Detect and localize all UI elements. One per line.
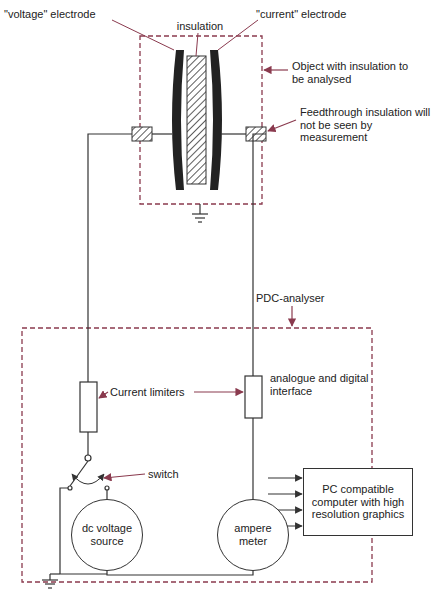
analyser-outline bbox=[22, 328, 372, 582]
text-group: ampere meter bbox=[218, 522, 288, 547]
electrode-label: "current" electrode bbox=[256, 8, 376, 21]
wire bbox=[221, 133, 246, 134]
voltage-source-symbol: dc voltage source bbox=[71, 499, 143, 571]
object-label: Object with insulation to be analysed bbox=[292, 60, 410, 85]
current-electrode bbox=[210, 50, 222, 190]
current-limiter-resistor bbox=[245, 376, 262, 418]
interface-label: analogue and digital interface bbox=[270, 372, 370, 397]
wire bbox=[60, 488, 68, 574]
leader-line bbox=[196, 33, 198, 56]
leader-line bbox=[112, 20, 174, 50]
wire bbox=[152, 133, 172, 134]
ground-symbol bbox=[42, 574, 107, 588]
insulation-label: insulation bbox=[170, 20, 230, 33]
insulation-layer bbox=[187, 56, 206, 184]
ground-wire bbox=[107, 571, 253, 575]
text-group: dc voltage source bbox=[72, 522, 142, 547]
leader-arrow bbox=[104, 474, 145, 478]
wire bbox=[253, 134, 266, 376]
feedthrough-left bbox=[132, 127, 152, 141]
limiter-label: Current limiters bbox=[110, 386, 194, 399]
node-text: ampere meter bbox=[218, 522, 288, 547]
ammeter-symbol: ampere meter bbox=[217, 499, 289, 571]
switch-label: switch bbox=[148, 468, 198, 481]
leader-arrow bbox=[264, 69, 288, 70]
switch-motion-arrow bbox=[72, 474, 104, 484]
wire bbox=[88, 134, 132, 382]
leader-line bbox=[218, 20, 258, 50]
node-text: dc voltage source bbox=[72, 522, 142, 547]
voltage-electrode bbox=[172, 50, 184, 190]
leader-arrow bbox=[268, 120, 296, 131]
switch-symbol bbox=[68, 455, 109, 490]
object-outline bbox=[140, 36, 262, 204]
leader-arrow bbox=[291, 306, 292, 326]
current-limiter-resistor bbox=[80, 382, 97, 432]
electrode-label: "voltage" electrode bbox=[4, 8, 116, 21]
leader-arrow bbox=[99, 392, 108, 398]
wire bbox=[252, 418, 253, 505]
wire bbox=[87, 432, 88, 455]
ground-symbol bbox=[192, 204, 208, 222]
node-text: PC compatible computer with high resolut… bbox=[308, 483, 408, 521]
leader-arrow bbox=[194, 391, 243, 392]
analyser-label: PDC-analyser bbox=[256, 292, 346, 305]
feedthrough-note: Feedthrough insulation will not be seen … bbox=[300, 106, 434, 144]
computer-box: PC compatible computer with high resolut… bbox=[303, 468, 413, 536]
text-group: PC compatible computer with high resolut… bbox=[308, 483, 408, 521]
